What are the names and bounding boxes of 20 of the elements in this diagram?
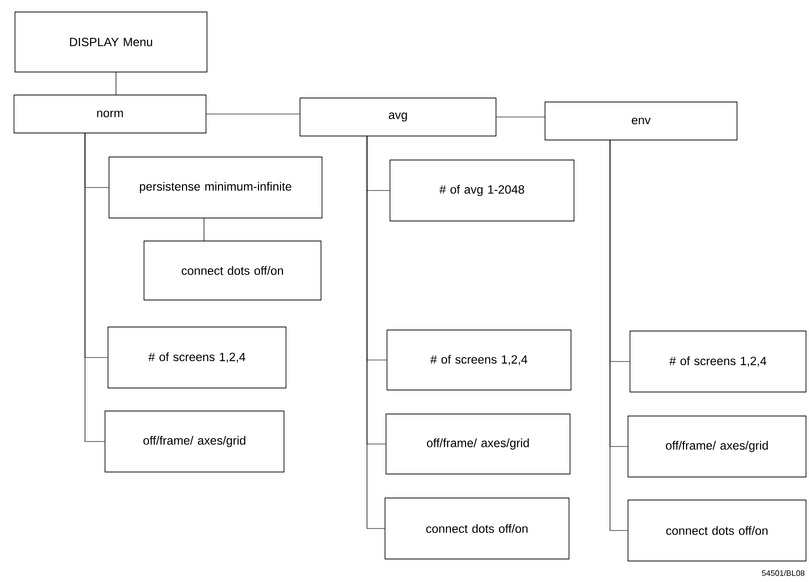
menu-box: persistense minimum-infinite — [108, 156, 322, 218]
menu-box: # of screens 1,2,4 — [630, 330, 806, 392]
menu-box: connect dots off/on — [628, 500, 806, 562]
menu-box: off/frame/ axes/grid — [104, 410, 284, 472]
menu-box: DISPLAY Menu — [14, 12, 208, 72]
connector-line — [496, 116, 545, 118]
menu-box: connect dots off/on — [384, 498, 570, 560]
menu-box: avg — [300, 98, 496, 136]
connector-line — [366, 136, 385, 529]
menu-box: # of screens 1,2,4 — [108, 326, 286, 388]
menu-box: connect dots off/on — [144, 240, 322, 300]
menu-box: norm — [14, 94, 206, 134]
connector-line — [610, 140, 628, 531]
menu-box: off/frame/ axes/grid — [628, 416, 806, 478]
menu-box: # of avg 1-2048 — [390, 160, 574, 222]
menu-box: # of screens 1,2,4 — [386, 330, 572, 390]
connector-line — [84, 132, 105, 442]
figure-code: 54501/BL08 — [762, 570, 804, 576]
menu-box: env — [544, 102, 738, 140]
menu-box: off/frame/ axes/grid — [386, 414, 570, 474]
